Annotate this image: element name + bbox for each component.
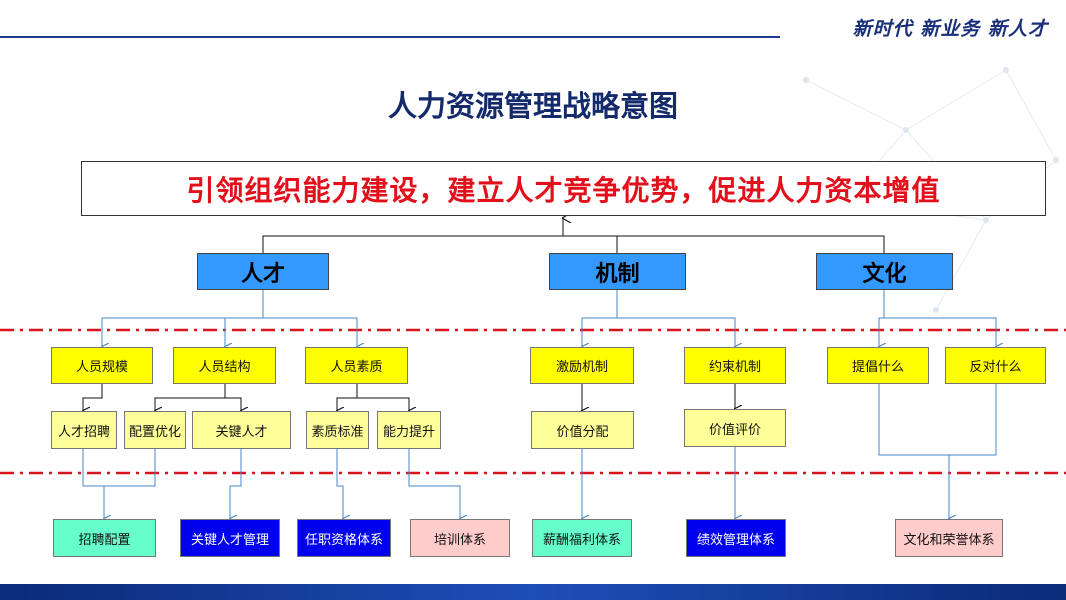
node-allocation-optimization: 配置优化 xyxy=(124,411,186,449)
system-recruitment-allocation: 招聘配置 xyxy=(53,519,156,557)
node-ability-improvement: 能力提升 xyxy=(377,411,441,449)
pillar-mechanism: 机制 xyxy=(549,253,686,290)
system-culture-honor: 文化和荣誉体系 xyxy=(895,519,1003,557)
footer-band xyxy=(0,584,1066,600)
header-slogan: 新时代 新业务 新人才 xyxy=(852,18,1048,40)
node-staff-structure: 人员结构 xyxy=(173,347,276,384)
node-constraint-mechanism: 约束机制 xyxy=(684,347,786,384)
node-quality-standard: 素质标准 xyxy=(306,411,369,449)
node-key-talent: 关键人才 xyxy=(192,411,291,449)
strategic-goal-banner: 引领组织能力建设，建立人才竞争优势，促进人力资本增值 xyxy=(81,161,1046,216)
system-compensation-benefits: 薪酬福利体系 xyxy=(532,519,632,557)
node-value-distribution: 价值分配 xyxy=(531,411,634,449)
node-value-evaluation: 价值评价 xyxy=(684,409,786,447)
system-key-talent-management: 关键人才管理 xyxy=(180,519,280,557)
pillar-talent: 人才 xyxy=(197,253,329,290)
pillar-culture: 文化 xyxy=(816,253,953,290)
node-incentive-mechanism: 激励机制 xyxy=(530,347,634,384)
node-staff-quality: 人员素质 xyxy=(305,347,408,384)
node-oppose: 反对什么 xyxy=(945,347,1046,384)
node-talent-recruitment: 人才招聘 xyxy=(51,411,117,449)
node-advocate: 提倡什么 xyxy=(827,347,929,384)
system-training: 培训体系 xyxy=(410,519,510,557)
page-title: 人力资源管理战略意图 xyxy=(387,89,678,123)
system-qualification: 任职资格体系 xyxy=(297,519,391,557)
system-performance-management: 绩效管理体系 xyxy=(686,519,786,557)
node-staff-scale: 人员规模 xyxy=(51,347,153,384)
header-rule xyxy=(0,36,780,38)
